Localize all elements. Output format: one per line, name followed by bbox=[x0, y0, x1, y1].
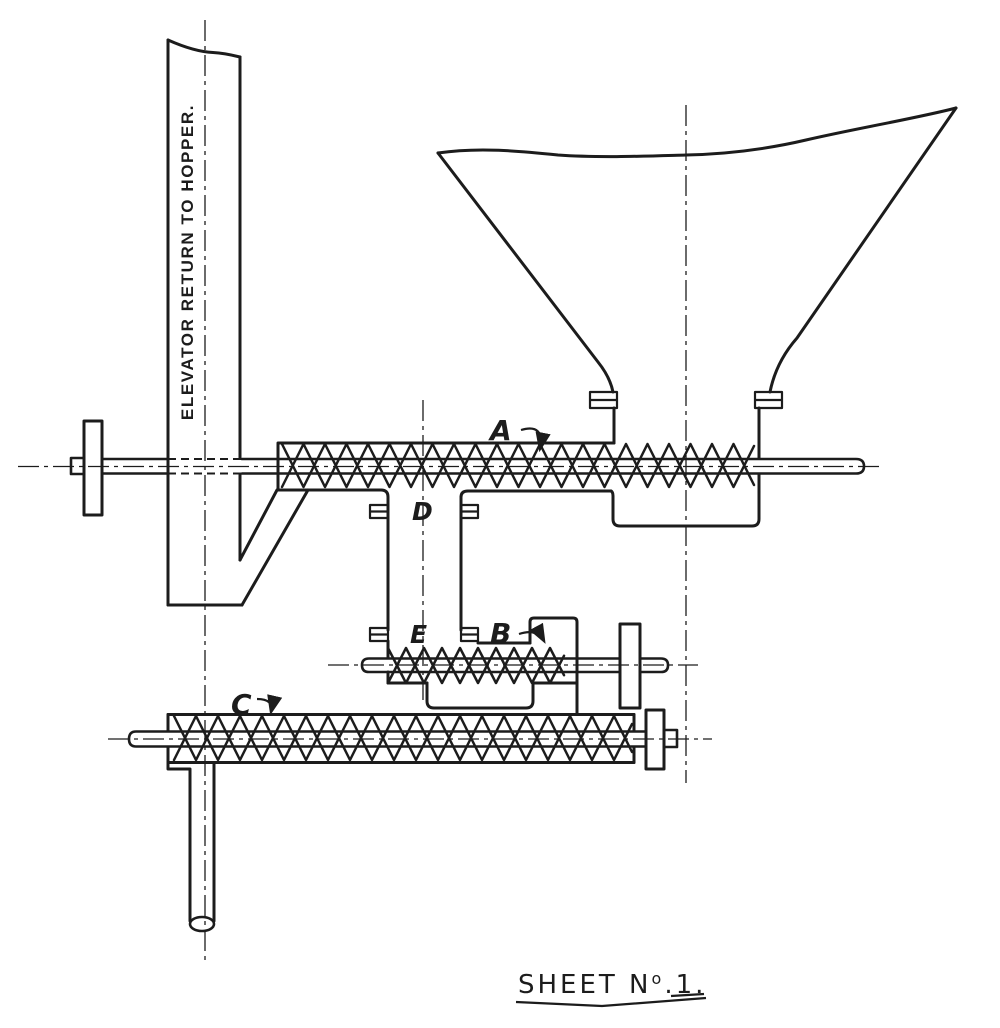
pulley-b-disc bbox=[618, 622, 642, 710]
centerlines bbox=[18, 20, 882, 965]
trough-a-bottom-left bbox=[276, 488, 390, 632]
hopper-top-edge bbox=[436, 106, 958, 159]
sheet-number-underline-short bbox=[670, 992, 705, 998]
shaft-c-end-nut bbox=[662, 728, 679, 749]
shaft-a-end-nub bbox=[69, 456, 86, 476]
screw-a-flight-back bbox=[280, 442, 756, 489]
duct-top-break-line bbox=[166, 38, 242, 59]
pulley-a-disc bbox=[82, 419, 104, 517]
annotations: ELEVATOR RETURN TO HOPPER. A B C D E SHE… bbox=[178, 104, 707, 1008]
part-label-b: B bbox=[490, 617, 511, 650]
hopper bbox=[436, 106, 958, 460]
screw-c-flight-back bbox=[172, 714, 634, 762]
sheet-number-underline bbox=[515, 996, 707, 1008]
screw-a-flight-front bbox=[280, 442, 756, 489]
leader-arrows bbox=[256, 427, 551, 716]
elevator-duct-label: ELEVATOR RETURN TO HOPPER. bbox=[178, 104, 197, 420]
conveyor-b bbox=[360, 616, 670, 715]
discharge-pipe-mouth bbox=[188, 915, 216, 933]
leader-c bbox=[256, 694, 283, 716]
leader-b bbox=[518, 622, 546, 644]
shaft-a bbox=[100, 457, 866, 475]
sheet-number-sup: o bbox=[652, 969, 665, 988]
conveyor-c bbox=[127, 708, 679, 933]
conveyor-a-screw bbox=[69, 419, 866, 517]
hopper-left-wall bbox=[436, 151, 615, 394]
trough-b-raised-box bbox=[528, 616, 579, 715]
drop-box-a bbox=[609, 472, 761, 528]
sheet-number-prefix: SHEET N bbox=[518, 970, 652, 1000]
discharge-leg bbox=[166, 761, 216, 923]
part-label-a: A bbox=[488, 414, 512, 447]
elevator-duct bbox=[166, 38, 310, 607]
part-label-e: E bbox=[410, 620, 427, 649]
part-label-d: D bbox=[412, 497, 433, 526]
leader-a bbox=[520, 427, 551, 453]
shaft-c bbox=[127, 730, 648, 748]
shaft-b bbox=[360, 657, 670, 674]
duct-d-right-wall bbox=[459, 489, 613, 499]
part-label-c: C bbox=[231, 688, 252, 721]
hopper-right-wall bbox=[768, 106, 958, 394]
drop-box-b bbox=[425, 681, 535, 710]
duct-brace bbox=[238, 488, 310, 607]
